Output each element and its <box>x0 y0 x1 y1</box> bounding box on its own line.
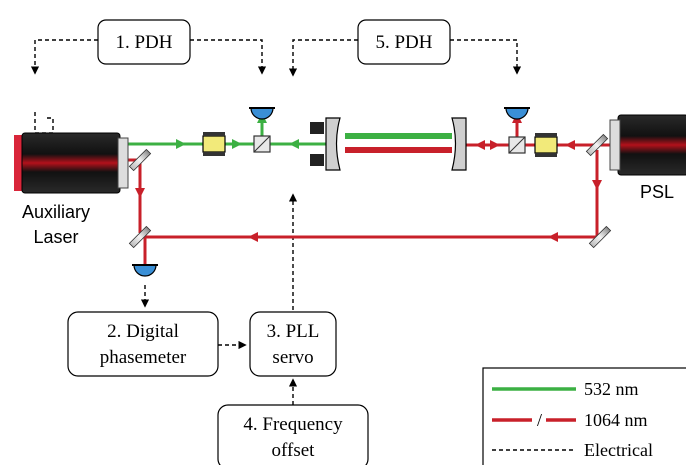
pdh1-box: 1. PDH <box>97 19 191 65</box>
mirror-psl-out <box>585 133 609 157</box>
aux-laser-label-1: Auxiliary <box>22 202 90 222</box>
photodetector-psl <box>504 107 530 120</box>
aux-feedback-line <box>34 112 54 134</box>
legend-red-separator: / <box>537 410 542 430</box>
phasemeter-box: 2. Digital phasemeter <box>67 311 219 377</box>
mirrors <box>128 133 612 249</box>
legend-frame <box>482 367 686 465</box>
frequency-offset-box: 4. Frequency offset <box>217 404 369 465</box>
beamsplitter-psl <box>508 136 526 154</box>
pdh1-label: 1. PDH <box>115 32 172 53</box>
legend-electrical-label: Electrical <box>584 440 653 460</box>
cavity-end-mirror <box>451 117 467 171</box>
aux-laser-body <box>21 132 121 194</box>
modulator-psl <box>534 133 558 157</box>
mirror-psl-return <box>588 225 612 249</box>
pll-label-1: 3. PLL <box>267 321 320 342</box>
psl-laser <box>609 114 686 176</box>
pdh5-to-detector-line <box>450 39 522 75</box>
aux-laser-aperture <box>117 137 129 189</box>
green-beam <box>128 108 452 146</box>
pdh5-left-line <box>288 39 358 77</box>
mirror-aux-out <box>128 148 152 172</box>
pll-box: 3. PLL servo <box>249 311 337 377</box>
phasemeter-label-2: phasemeter <box>100 347 187 368</box>
pdh1-to-detector-line <box>190 39 267 75</box>
electrical-lines <box>30 39 522 405</box>
legend: 532 nm / 1064 nm Electrical <box>482 367 686 465</box>
aux-laser-back-cap <box>14 135 22 191</box>
psl-body <box>617 114 686 176</box>
legend-red-label: 1064 nm <box>584 410 648 430</box>
photodetector-aux <box>249 107 275 120</box>
cavity-input-mirror <box>325 117 341 171</box>
psl-aperture <box>609 119 621 171</box>
pdh5-box: 5. PDH <box>357 19 451 65</box>
photodetector-pll <box>132 264 158 277</box>
optical-cavity <box>310 117 467 171</box>
pdh1-to-aux-line <box>30 39 98 75</box>
frequency-offset-label-2: offset <box>272 440 316 461</box>
cavity-piezo-top <box>310 122 324 134</box>
red-arrows <box>135 113 602 242</box>
cavity-piezo-bottom <box>310 154 324 166</box>
phasemeter-label-1: 2. Digital <box>107 321 179 342</box>
psl-label: PSL <box>640 182 674 202</box>
modulator-aux <box>202 132 226 156</box>
auxiliary-laser <box>14 132 129 194</box>
mirror-aux-return <box>128 225 152 249</box>
frequency-offset-label-1: 4. Frequency <box>243 414 343 435</box>
red-beam <box>128 110 618 265</box>
pll-label-2: servo <box>272 347 313 368</box>
beamsplitter-aux <box>253 135 271 153</box>
legend-green-label: 532 nm <box>584 379 639 399</box>
aux-laser-label-2: Laser <box>33 227 78 247</box>
pdh5-label: 5. PDH <box>375 32 432 53</box>
